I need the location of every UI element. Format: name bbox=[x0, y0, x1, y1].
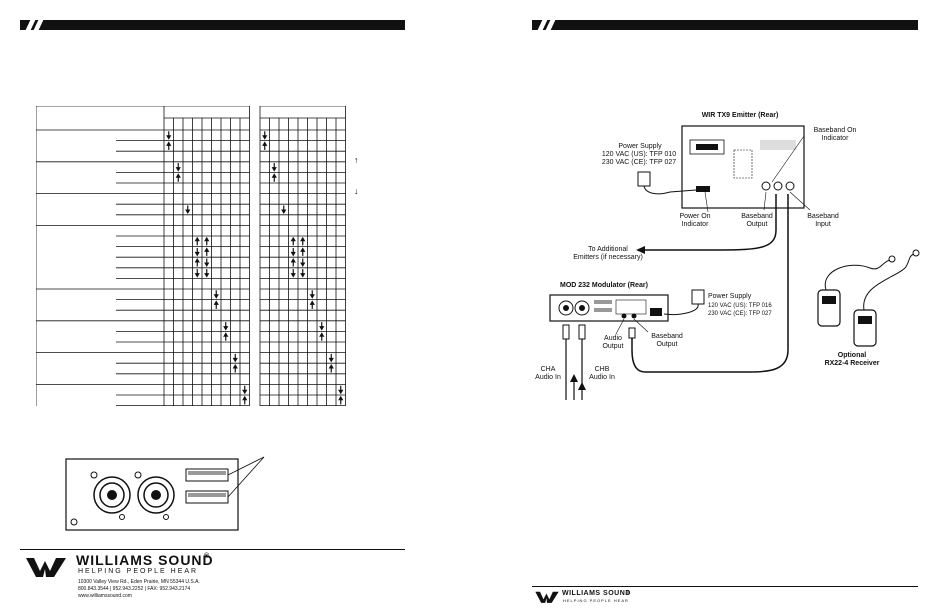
williams-sound-logo-icon bbox=[26, 558, 66, 577]
receiver-label-2: RX22-4 Receiver bbox=[824, 360, 880, 367]
up-arrow-icon bbox=[319, 332, 325, 341]
legend-up-arrow: ↑ bbox=[354, 155, 359, 165]
up-arrow-icon bbox=[223, 332, 229, 341]
left-brand-mark: ® bbox=[204, 553, 210, 560]
down-arrow-icon bbox=[290, 247, 296, 257]
legend-down-arrow: ↓ bbox=[354, 186, 359, 196]
down-arrow-icon bbox=[175, 163, 181, 172]
down-arrow-icon bbox=[281, 205, 287, 214]
audio-output-label-1: Audio bbox=[604, 335, 622, 342]
right-williams-sound-logo-icon bbox=[535, 591, 559, 603]
up-arrow-icon bbox=[271, 173, 277, 182]
down-arrow-icon bbox=[194, 269, 200, 278]
power-on-indicator-label-1: Power On bbox=[679, 213, 711, 220]
down-arrow-icon bbox=[232, 353, 238, 363]
emitter-title: WIR TX9 Emitter (Rear) bbox=[701, 112, 779, 119]
right-brand-name: WILLIAMS SOUND bbox=[562, 590, 631, 597]
emitter-baseband-output-label-1: Baseband bbox=[741, 213, 773, 220]
up-arrow-icon bbox=[175, 173, 181, 182]
down-arrow-icon bbox=[309, 290, 315, 299]
left-brand-tagline: HELPING PEOPLE HEAR bbox=[78, 568, 199, 575]
left-footer-rule bbox=[20, 549, 405, 550]
rear-panel-illustration bbox=[65, 456, 265, 531]
up-arrow-icon bbox=[300, 236, 306, 246]
up-arrow-icon bbox=[232, 364, 238, 373]
modulator-power-supply-us: 120 VAC (US): TFP 016 bbox=[708, 303, 772, 309]
up-arrow-icon bbox=[290, 236, 296, 246]
down-arrow-icon bbox=[204, 269, 210, 278]
up-arrow-icon bbox=[213, 300, 219, 309]
baseband-input-label-1: Baseband bbox=[807, 213, 839, 220]
modulator-baseband-output-label-2: Output bbox=[656, 341, 678, 348]
right-brand-tagline: HELPING PEOPLE HEAR bbox=[563, 598, 629, 603]
cha-audio-in-label-1: CHA bbox=[540, 366, 556, 373]
up-arrow-icon bbox=[204, 247, 210, 256]
modulator-baseband-output-label-1: Baseband bbox=[651, 333, 683, 340]
down-arrow-icon bbox=[300, 269, 306, 278]
up-arrow-icon bbox=[194, 236, 200, 246]
receiver-label-1: Optional bbox=[837, 352, 867, 359]
switch-setting-grid bbox=[36, 106, 346, 406]
down-arrow-icon bbox=[328, 353, 334, 363]
baseband-on-indicator-label-1: Baseband On bbox=[813, 127, 857, 134]
up-arrow-icon bbox=[166, 141, 172, 150]
down-arrow-icon bbox=[338, 385, 344, 395]
up-arrow-icon bbox=[290, 258, 296, 267]
system-wiring-diagram bbox=[549, 125, 920, 400]
emitter-power-supply-ce: 230 VAC (CE): TFP 027 bbox=[601, 159, 677, 166]
down-arrow-icon bbox=[194, 247, 200, 257]
down-arrow-icon bbox=[290, 269, 296, 278]
left-brand-phones: 800.843.3544 | 952.943.2252 | FAX: 952.9… bbox=[78, 586, 191, 592]
left-brand-name: WILLIAMS SOUND bbox=[76, 552, 214, 568]
emitter-power-supply-us: 120 VAC (US): TFP 010 bbox=[601, 151, 677, 158]
up-arrow-icon bbox=[309, 300, 315, 309]
down-arrow-icon bbox=[166, 131, 172, 140]
down-arrow-icon bbox=[185, 205, 191, 214]
down-arrow-icon bbox=[319, 322, 325, 331]
up-arrow-icon bbox=[242, 395, 248, 405]
right-footer-rule bbox=[532, 586, 918, 587]
power-on-indicator-label-2: Indicator bbox=[681, 221, 709, 228]
right-header-bar bbox=[532, 19, 918, 31]
right-brand-mark: ® bbox=[626, 590, 630, 596]
left-brand-address: 10300 Valley View Rd., Eden Prairie, MN … bbox=[78, 579, 200, 585]
down-arrow-icon bbox=[242, 385, 248, 395]
chb-audio-in-label-1: CHB bbox=[594, 366, 610, 373]
up-arrow-icon bbox=[338, 395, 344, 405]
up-arrow-icon bbox=[194, 258, 200, 267]
down-arrow-icon bbox=[213, 290, 219, 299]
audio-output-label-2: Output bbox=[602, 343, 624, 350]
down-arrow-icon bbox=[204, 258, 210, 267]
down-arrow-icon bbox=[262, 131, 268, 140]
baseband-input-label-2: Input bbox=[815, 221, 831, 228]
modulator-power-supply-title: Power Supply bbox=[708, 293, 752, 300]
cha-audio-in-label-2: Audio In bbox=[535, 374, 561, 381]
up-arrow-icon bbox=[300, 247, 306, 256]
left-brand-website: www.williamssound.com bbox=[78, 593, 132, 599]
up-arrow-icon bbox=[262, 141, 268, 150]
modulator-title: MOD 232 Modulator (Rear) bbox=[560, 282, 648, 289]
down-arrow-icon bbox=[223, 322, 229, 331]
down-arrow-icon bbox=[300, 258, 306, 267]
additional-emitters-label-2: Emitters (if necessary) bbox=[573, 254, 643, 261]
up-arrow-icon bbox=[204, 236, 210, 246]
emitter-baseband-output-label-2: Output bbox=[746, 221, 768, 228]
emitter-power-supply-title: Power Supply bbox=[618, 143, 662, 150]
up-arrow-icon bbox=[328, 364, 334, 373]
chb-audio-in-label-2: Audio In bbox=[589, 374, 615, 381]
modulator-power-supply-ce: 230 VAC (CE): TFP 027 bbox=[708, 311, 772, 317]
baseband-on-indicator-label-2: Indicator bbox=[821, 135, 849, 142]
left-header-bar bbox=[20, 19, 405, 31]
additional-emitters-label-1: To Additional bbox=[588, 246, 628, 253]
down-arrow-icon bbox=[271, 163, 277, 172]
